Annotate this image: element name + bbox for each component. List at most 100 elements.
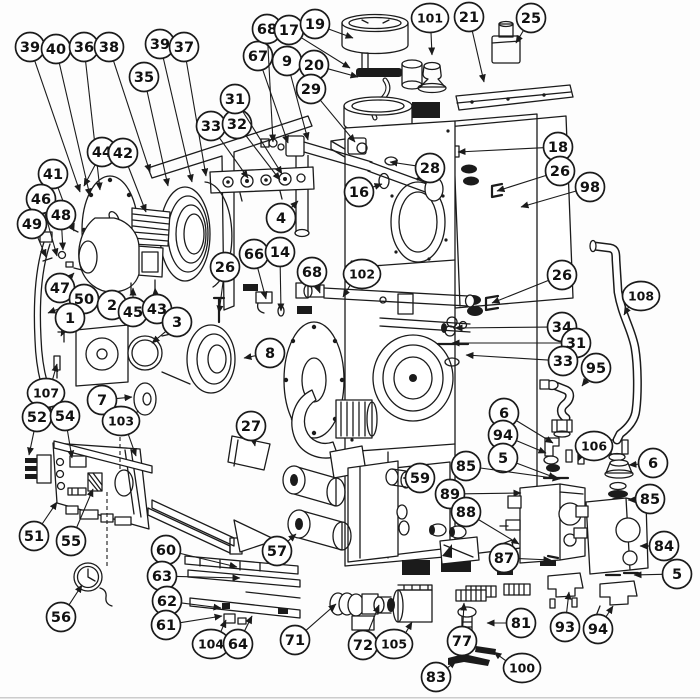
- burner-plate: [147, 115, 313, 311]
- svg-text:83: 83: [426, 670, 446, 686]
- callout-72: 72: [347, 604, 380, 661]
- pipe-95: [539, 379, 575, 438]
- blower-assembly-lower: [283, 321, 454, 479]
- svg-text:88: 88: [456, 505, 476, 521]
- callout-94: 94: [582, 605, 614, 645]
- svg-text:28: 28: [420, 161, 440, 177]
- svg-text:81: 81: [511, 616, 531, 632]
- svg-text:95: 95: [586, 361, 606, 377]
- svg-text:27: 27: [241, 419, 261, 435]
- svg-text:104: 104: [198, 637, 224, 652]
- callout-38: 38: [93, 31, 151, 173]
- svg-text:105: 105: [381, 637, 407, 652]
- svg-text:26: 26: [550, 164, 570, 180]
- svg-text:5: 5: [672, 567, 682, 583]
- svg-text:63: 63: [152, 569, 172, 585]
- callout-40: 40: [40, 33, 92, 197]
- svg-text:103: 103: [108, 414, 134, 429]
- svg-text:61: 61: [156, 618, 176, 634]
- svg-text:68: 68: [257, 22, 277, 38]
- svg-text:47: 47: [50, 281, 70, 297]
- callout-103: 103: [101, 405, 141, 457]
- callout-1: 1: [54, 302, 86, 337]
- thermostat-dial: [73, 562, 113, 607]
- callout-5: 5: [633, 558, 693, 590]
- callout-28: 28: [389, 152, 446, 184]
- callout-35: 35: [128, 61, 170, 187]
- svg-text:48: 48: [51, 208, 71, 224]
- svg-text:52: 52: [27, 410, 47, 426]
- svg-text:94: 94: [493, 428, 513, 444]
- svg-text:6: 6: [499, 406, 509, 422]
- svg-text:1: 1: [65, 311, 75, 327]
- svg-text:87: 87: [494, 551, 514, 567]
- callout-17: 17: [273, 14, 351, 69]
- svg-text:59: 59: [410, 471, 430, 487]
- callout-48: 48: [45, 199, 77, 251]
- chassis-strips: [184, 555, 301, 625]
- transition-assembly: [53, 324, 236, 420]
- callout-93: 93: [549, 591, 581, 643]
- callout-47: 47: [44, 272, 76, 304]
- control-panel: [25, 430, 277, 566]
- callout-101: 101: [410, 2, 450, 56]
- callout-85: 85: [450, 450, 561, 482]
- svg-text:89: 89: [440, 487, 460, 503]
- callout-94: 94: [487, 419, 547, 454]
- svg-text:33: 33: [201, 119, 221, 135]
- pipe-108: [589, 239, 642, 445]
- callout-16: 16: [343, 176, 383, 208]
- callout-21: 21: [453, 1, 486, 83]
- svg-text:106: 106: [581, 439, 607, 454]
- callout-102: 102: [342, 258, 382, 298]
- callout-71: 71: [279, 603, 337, 656]
- svg-text:35: 35: [134, 70, 154, 86]
- callout-83: 83: [420, 660, 457, 693]
- callout-4: 4: [265, 200, 299, 234]
- svg-text:51: 51: [24, 529, 44, 545]
- callout-108: 108: [621, 280, 661, 316]
- callout-105: 105: [374, 621, 414, 660]
- mounting-bracket: [455, 84, 574, 111]
- scan-edge: [0, 697, 700, 699]
- relief-valve: [491, 20, 521, 64]
- svg-text:40: 40: [46, 42, 66, 58]
- callout-26: 26: [496, 155, 576, 193]
- svg-text:66: 66: [244, 247, 264, 263]
- callout-27: 27: [235, 410, 267, 447]
- svg-text:26: 26: [552, 268, 572, 284]
- callout-39: 39: [14, 31, 81, 193]
- svg-text:31: 31: [225, 92, 245, 108]
- callout-98: 98: [520, 171, 606, 209]
- tank-top-drum: [343, 96, 440, 134]
- callout-19: 19: [299, 8, 354, 40]
- callout-68: 68: [251, 13, 283, 143]
- callout-85: 85: [627, 483, 666, 515]
- callout-5: 5: [487, 442, 557, 479]
- svg-text:2: 2: [107, 298, 117, 314]
- svg-text:100: 100: [509, 661, 535, 676]
- callout-51: 51: [18, 501, 58, 552]
- callout-36: 36: [68, 31, 103, 191]
- callout-67: 67: [242, 40, 289, 144]
- callout-104: 104: [191, 619, 231, 660]
- burner-manifold: [209, 166, 315, 202]
- blower-assembly-upper: [42, 175, 233, 294]
- callout-55: 55: [55, 488, 94, 557]
- svg-text:19: 19: [305, 17, 325, 33]
- callout-3: 3: [151, 306, 193, 344]
- callout-25: 25: [515, 2, 547, 44]
- svg-text:85: 85: [640, 492, 660, 508]
- svg-text:64: 64: [228, 637, 248, 653]
- callout-49: 49: [16, 208, 48, 258]
- svg-text:94: 94: [588, 622, 608, 638]
- callout-52: 52: [21, 401, 53, 456]
- callout-8: 8: [243, 337, 286, 369]
- svg-text:45: 45: [123, 305, 143, 321]
- svg-text:25: 25: [521, 11, 541, 27]
- svg-text:7: 7: [97, 393, 107, 409]
- svg-text:77: 77: [452, 634, 472, 650]
- svg-text:71: 71: [285, 633, 305, 649]
